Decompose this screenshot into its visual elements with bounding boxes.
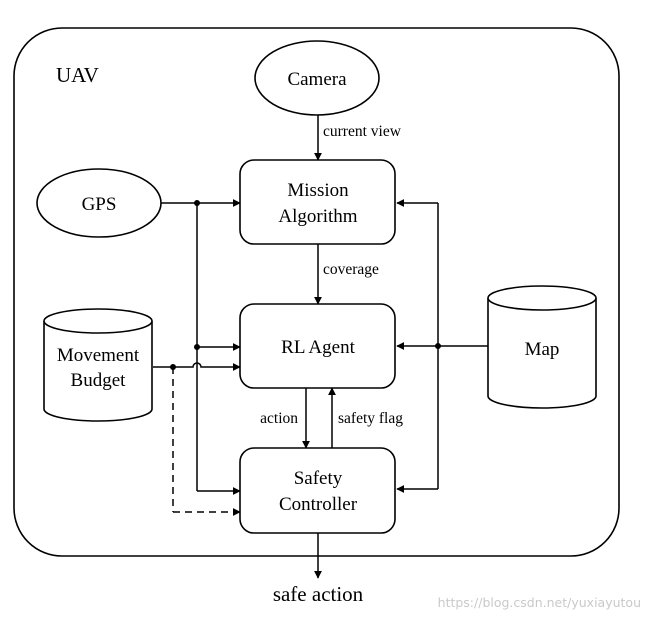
safety-controller-node: Safety Controller — [239, 447, 396, 534]
watermark-text: https://blog.csdn.net/yuxiayutou — [438, 595, 641, 610]
map-node: Map — [487, 285, 597, 409]
rl-agent-node: RL Agent — [239, 303, 396, 389]
gps-connectors — [161, 199, 241, 495]
edge-label-coverage: coverage — [323, 261, 379, 278]
map-connectors — [396, 199, 488, 493]
safe-action-output-label: safe action — [273, 582, 364, 606]
movement-budget-node: Movement Budget — [43, 308, 153, 422]
gps-node: GPS — [36, 168, 162, 238]
movement-budget-connectors — [153, 362, 241, 516]
map-label: Map — [525, 339, 560, 360]
mission-algorithm-label-line2: Algorithm — [278, 206, 357, 227]
rl-agent-label: RL Agent — [281, 337, 355, 358]
movement-budget-label-line2: Budget — [71, 370, 127, 391]
camera-label: Camera — [287, 69, 347, 90]
gps-label: GPS — [82, 194, 117, 215]
mission-algorithm-node: Mission Algorithm — [239, 159, 396, 245]
edge-label-current-view: current view — [323, 123, 402, 140]
uav-container — [13, 27, 620, 557]
edge-label-safety-flag: safety flag — [338, 410, 403, 427]
uav-label: UAV — [56, 63, 99, 87]
safety-controller-label-line2: Controller — [279, 494, 358, 515]
edge-label-action: action — [260, 410, 298, 427]
safety-controller-label-line1: Safety — [294, 468, 343, 489]
mission-algorithm-label-line1: Mission — [287, 180, 349, 201]
camera-node: Camera — [254, 40, 380, 116]
movement-budget-label-line1: Movement — [57, 345, 140, 366]
